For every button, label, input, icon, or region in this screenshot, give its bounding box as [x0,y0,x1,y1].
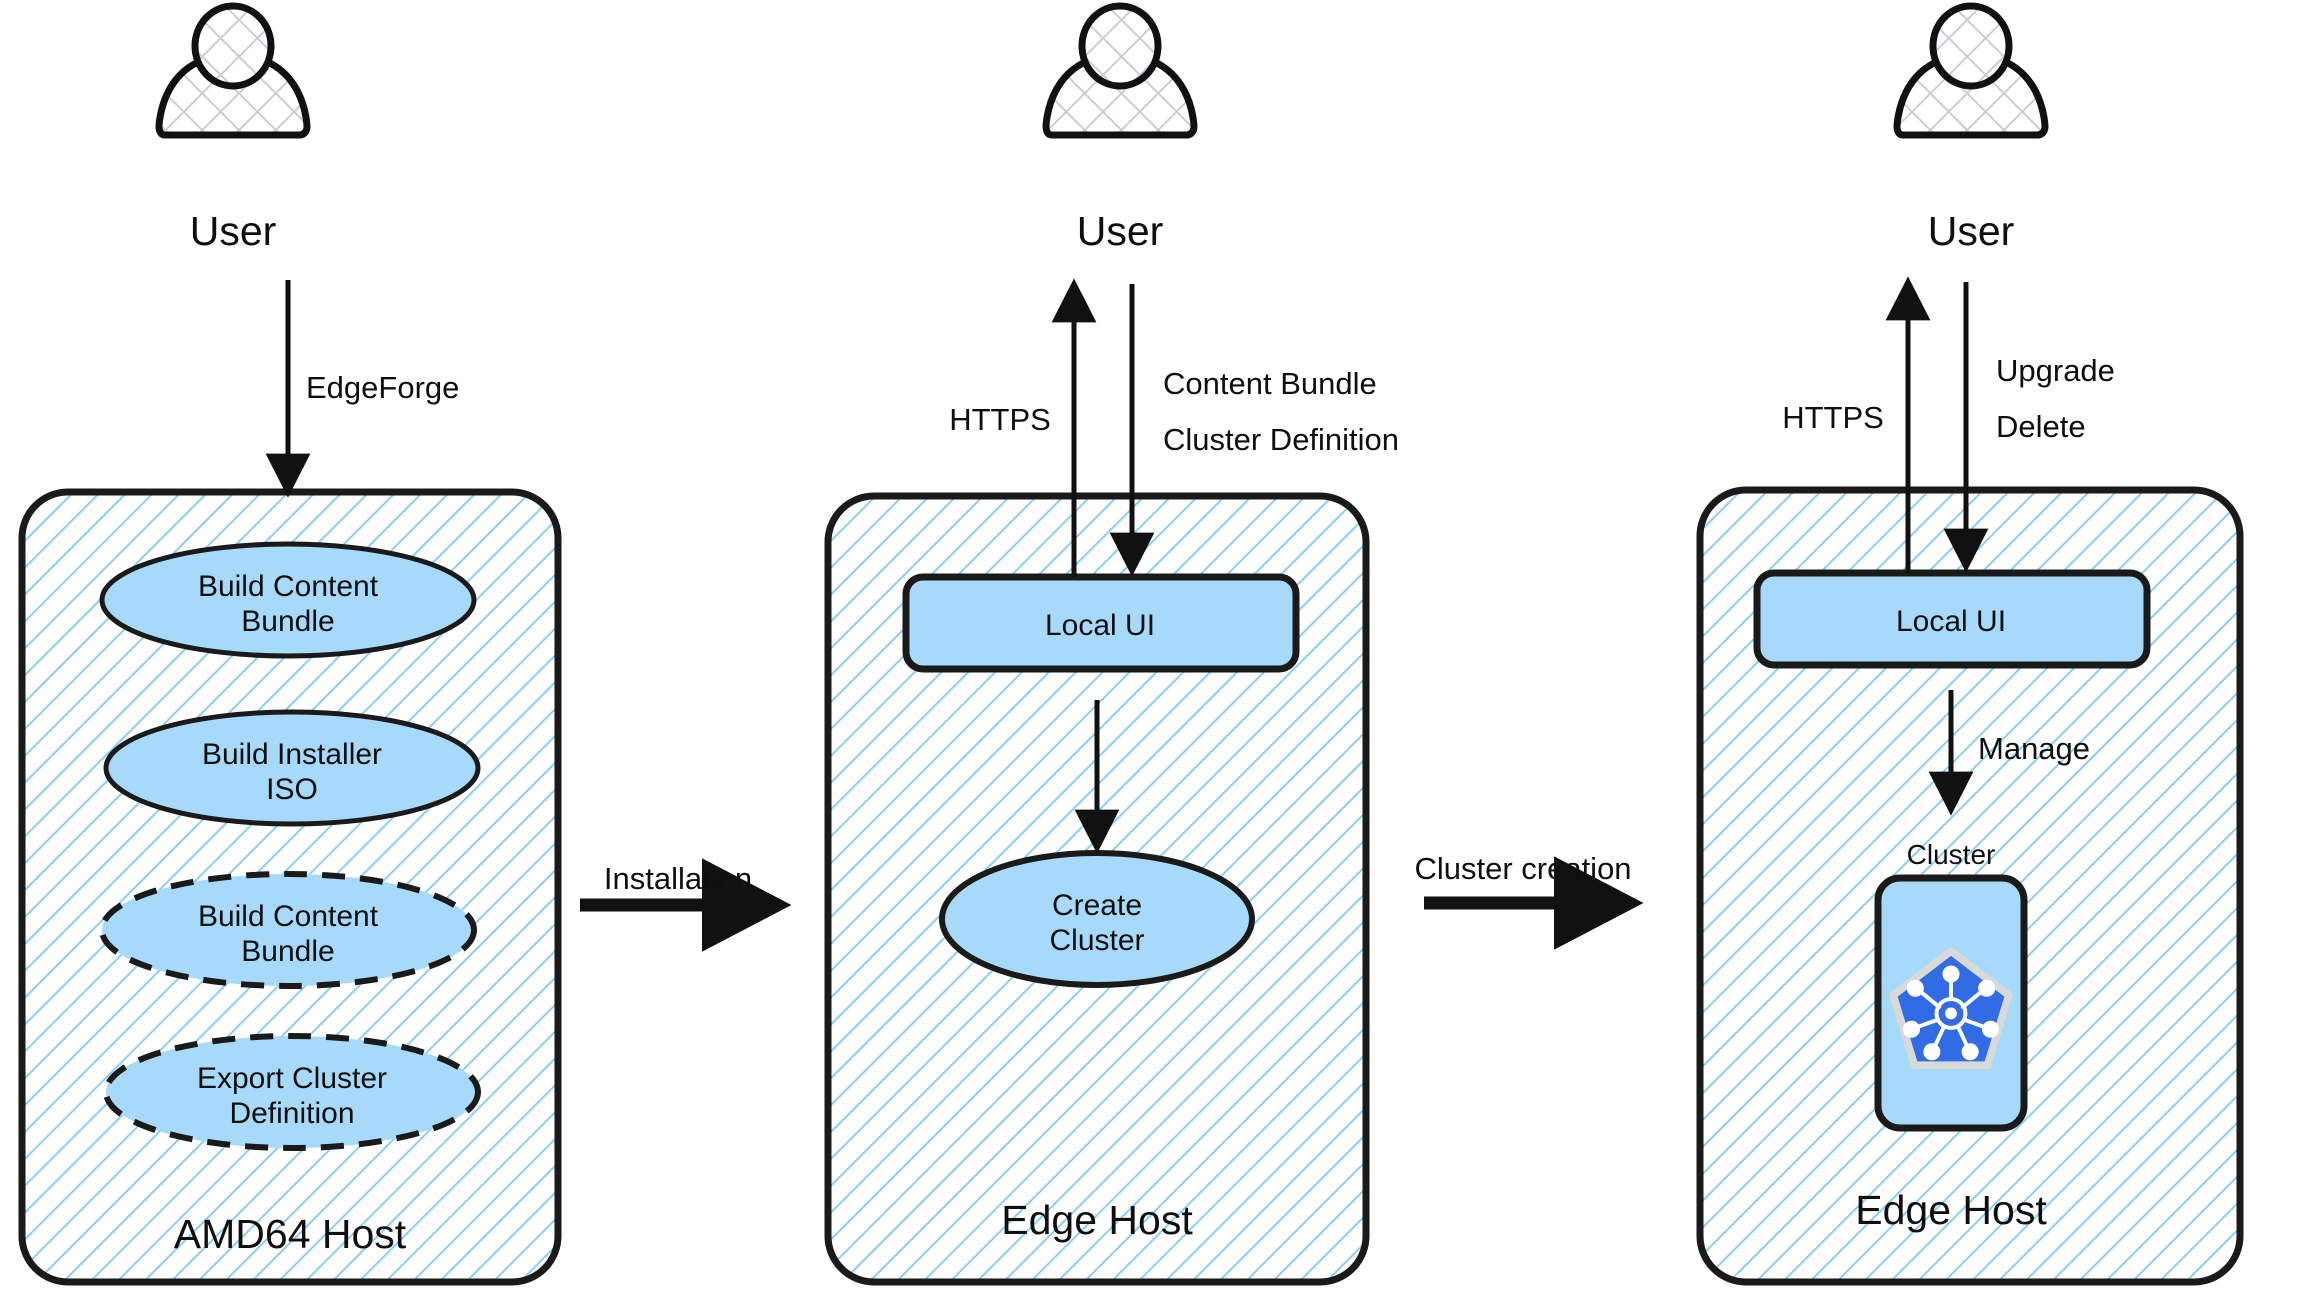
node-line-1: Export Cluster [196,1062,388,1095]
actor-label-user-2: User [1076,208,1164,254]
node-local-ui-1[interactable] [902,573,1300,673]
node-build-content-bundle-2[interactable] [99,871,477,989]
actor-label-user-3: User [1927,208,2015,254]
edge-label-delete: Delete [1996,409,2086,444]
user-actor-icon-3 [1893,2,2049,139]
node-export-cluster-definition[interactable] [103,1033,481,1151]
node-build-installer-iso[interactable] [103,709,481,827]
node-build-content-bundle-1[interactable] [99,541,477,659]
node-label-local-ui-1: Local UI [1044,609,1156,642]
edge-label-cluster-definition: Cluster Definition [1163,422,1400,457]
user-actor-icon-2 [1042,2,1198,139]
node-line-2: ISO [266,773,318,807]
actor-label-user-1: User [189,208,277,254]
node-caption-cluster: Cluster [1906,839,1996,870]
node-line-1: Build Content [197,570,379,603]
edge-label-https-1: HTTPS [949,402,1051,437]
node-line-2: Definition [229,1097,355,1131]
edge-label-cluster-creation: Cluster creation [1414,851,1632,886]
edge-label-https-2: HTTPS [1782,400,1884,435]
container-label-edge-host-1: Edge Host [1001,1197,1193,1243]
kubernetes-icon [1889,947,2013,1069]
edge-label-edgeforge: EdgeForge [306,370,460,405]
node-label-local-ui-2: Local UI [1895,605,2007,638]
node-line-2: Bundle [241,605,335,639]
node-line-1: Build Content [197,900,379,933]
container-label-amd64-host: AMD64 Host [173,1211,407,1257]
node-local-ui-2[interactable] [1753,569,2151,669]
edge-label-installation: Installation [603,861,753,896]
user-actor-icon-1 [155,2,311,139]
node-line-2: Bundle [241,935,335,969]
node-line-2: Cluster [1049,924,1145,958]
node-line-1: Create [1051,889,1143,922]
edge-label-upgrade: Upgrade [1996,353,2115,388]
node-line-1: Build Installer [201,738,383,771]
edge-label-content-bundle: Content Bundle [1163,366,1377,401]
container-label-edge-host-2: Edge Host [1855,1187,2047,1233]
edge-label-manage: Manage [1978,731,2091,766]
